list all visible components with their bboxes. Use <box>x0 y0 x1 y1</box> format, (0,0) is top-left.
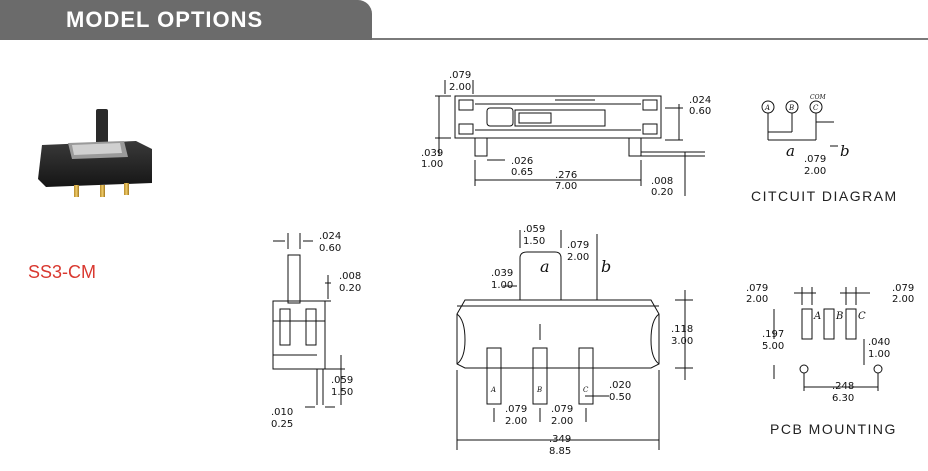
dim-label: .197 <box>762 329 784 340</box>
dim-label: 0.50 <box>609 392 631 403</box>
dim-label: .248 <box>832 381 854 392</box>
dim-label: 0.60 <box>319 243 341 254</box>
dim-label: .079 <box>892 283 914 294</box>
com-label: COM <box>810 94 827 101</box>
dim-label: .349 <box>549 434 571 445</box>
dim-label: 2.00 <box>567 252 589 263</box>
position-b-label: b <box>840 142 850 160</box>
dim-label: 2.00 <box>804 166 826 177</box>
pin-label: C <box>858 311 866 322</box>
pin-label: A <box>764 104 770 112</box>
pin-label: B <box>788 104 794 112</box>
dim-label: .020 <box>609 380 631 391</box>
dim-label: 1.00 <box>421 159 443 170</box>
dim-label: 8.85 <box>549 446 571 457</box>
dim-label: 2.00 <box>892 294 914 305</box>
side-view-drawing: .024 0.60 .008 0.20 .059 1.50 .010 0.25 <box>271 231 361 430</box>
dim-label: 2.00 <box>449 82 471 93</box>
position-b-label: b <box>601 257 611 276</box>
position-a-label: a <box>786 142 795 160</box>
dim-label: .059 <box>331 375 353 386</box>
pin-label: B <box>835 311 843 322</box>
dim-label: .024 <box>319 231 341 242</box>
dim-label: .026 <box>511 156 533 167</box>
dim-label: 1.00 <box>491 280 513 291</box>
dim-label: .079 <box>449 70 471 81</box>
dim-label: .040 <box>868 337 890 348</box>
dim-label: .276 <box>555 170 577 181</box>
section-title: MODEL OPTIONS <box>66 7 264 32</box>
dim-label: .024 <box>689 95 711 106</box>
position-a-label: a <box>540 257 550 276</box>
dim-label: .008 <box>339 271 361 282</box>
header-divider <box>372 38 928 40</box>
dim-label: .008 <box>651 176 673 187</box>
dim-label: 0.20 <box>651 187 673 198</box>
dim-label: 1.00 <box>868 349 890 360</box>
dim-label: 0.25 <box>271 419 293 430</box>
pcb-mounting-caption: PCB MOUNTING <box>770 421 897 437</box>
pin-label: C <box>583 386 589 394</box>
dim-label: .079 <box>746 283 768 294</box>
dim-label: .079 <box>505 404 527 415</box>
top-view-drawing: .079 2.00 .024 0.60 .039 1.00 .026 0.65 … <box>421 70 711 198</box>
pcb-mounting-drawing: .079 2.00 .079 2.00 .197 5.00 .040 1.00 … <box>746 283 914 404</box>
dim-label: .010 <box>271 407 293 418</box>
dim-label: 6.30 <box>832 393 854 404</box>
dim-label: 0.60 <box>689 106 711 117</box>
dim-label: .079 <box>551 404 573 415</box>
pin-label: A <box>813 311 821 322</box>
circuit-diagram: A B C COM a b .079 2.00 <box>761 94 850 177</box>
pin-label: A <box>490 386 496 394</box>
dim-label: 2.00 <box>505 416 527 427</box>
model-name: SS3-CM <box>28 262 97 282</box>
dim-label: 2.00 <box>746 294 768 305</box>
dim-label: .118 <box>671 324 693 335</box>
product-photo <box>38 109 152 197</box>
front-view-drawing: .059 1.50 .079 2.00 .039 1.00 .118 3.00 … <box>456 224 693 457</box>
dim-label: 1.50 <box>523 236 545 247</box>
dim-label: 0.20 <box>339 283 361 294</box>
circuit-diagram-caption: CITCUIT DIAGRAM <box>751 188 898 204</box>
dim-label: .059 <box>523 224 545 235</box>
dim-label: 7.00 <box>555 181 577 192</box>
pin-label: C <box>813 104 819 112</box>
dim-label: .039 <box>491 268 513 279</box>
dim-label: 3.00 <box>671 336 693 347</box>
dim-label: .039 <box>421 148 443 159</box>
dim-label: 1.50 <box>331 387 353 398</box>
dim-label: 0.65 <box>511 167 533 178</box>
section-header-tab: MODEL OPTIONS <box>0 0 372 40</box>
dim-label: .079 <box>804 154 826 165</box>
dim-label: .079 <box>567 240 589 251</box>
dim-label: 2.00 <box>551 416 573 427</box>
pin-label: B <box>536 386 542 394</box>
dim-label: 5.00 <box>762 341 784 352</box>
